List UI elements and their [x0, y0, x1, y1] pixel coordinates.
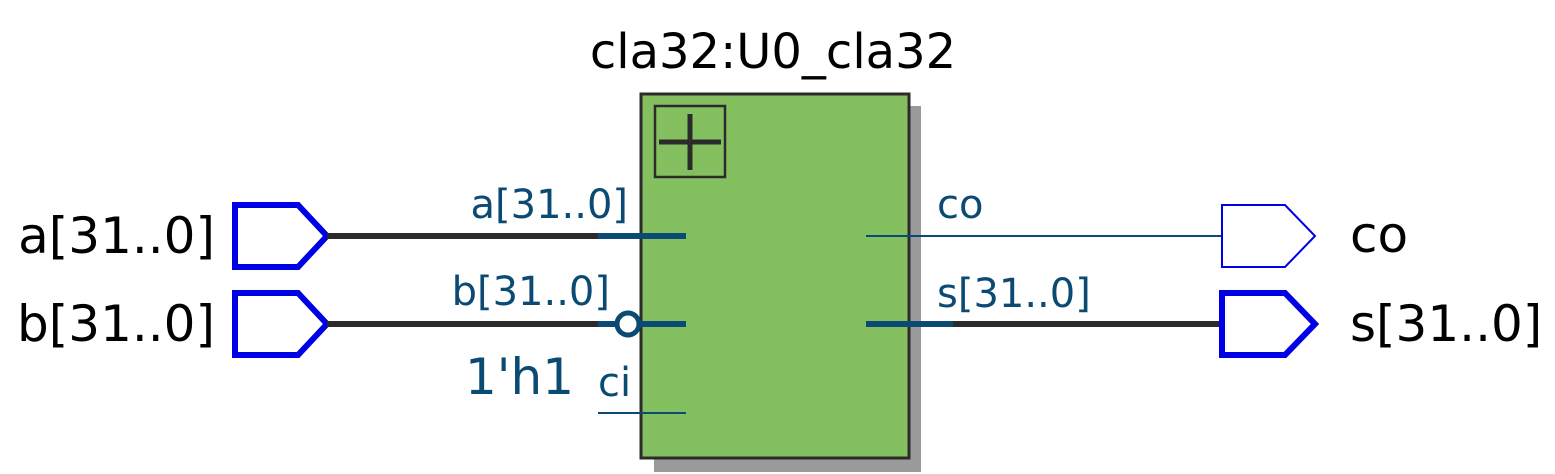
block-title: cla32:U0_cla32	[590, 24, 956, 80]
adder-block[interactable]	[639, 92, 911, 460]
port-label-ci: ci	[598, 360, 631, 406]
output-label-s: s[31..0]	[1350, 295, 1542, 353]
input-port-b[interactable]	[232, 290, 332, 358]
output-label-co: co	[1350, 206, 1408, 264]
port-label-b: b[31..0]	[452, 269, 610, 315]
port-label-co: co	[937, 182, 983, 228]
output-port-co[interactable]	[1221, 204, 1317, 268]
inversion-bubble	[614, 310, 642, 338]
port-label-a: a[31..0]	[471, 182, 629, 228]
input-label-b: b[31..0]	[17, 295, 215, 353]
constant-value: 1'h1	[465, 348, 574, 406]
input-port-a[interactable]	[232, 202, 332, 270]
port-label-s: s[31..0]	[937, 271, 1091, 317]
plus-icon	[653, 104, 727, 179]
output-port-s[interactable]	[1219, 290, 1320, 358]
input-label-a: a[31..0]	[18, 207, 215, 265]
